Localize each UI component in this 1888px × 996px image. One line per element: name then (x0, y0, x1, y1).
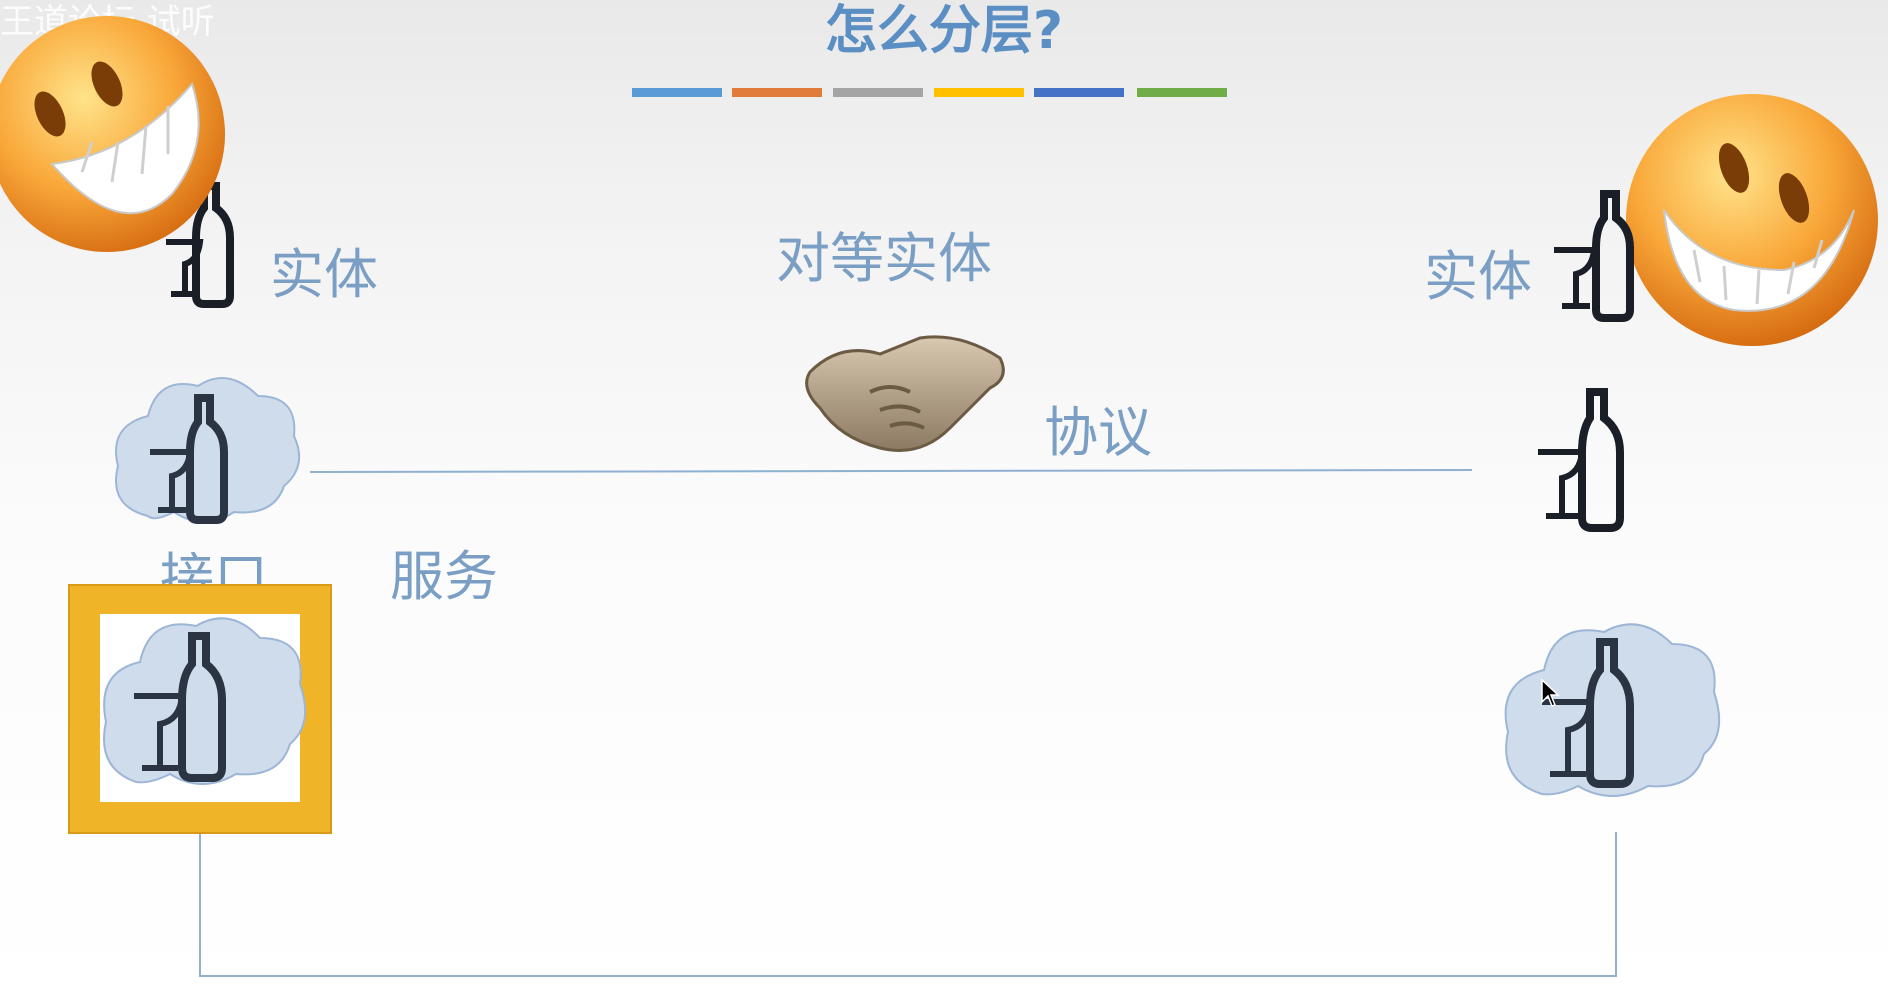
label-entity-left: 实体 (270, 243, 378, 306)
slide-title: 怎么分层? (824, 1, 1064, 61)
color-bar-3 (833, 88, 923, 97)
grinning-face-icon-left (0, 16, 225, 252)
color-bar-2 (732, 88, 822, 97)
entity-left-mid-icon (150, 394, 228, 524)
grinning-face-icon-right (1626, 94, 1878, 346)
entity-left-bottom-icon (134, 632, 226, 782)
entity-left-icon (166, 182, 234, 308)
color-bar-6 (1137, 88, 1227, 97)
label-entity-right: 实体 (1424, 245, 1532, 308)
label-protocol: 协议 (1044, 401, 1152, 464)
label-peer-entities: 对等实体 (776, 227, 992, 290)
cloud-icon-left-bottom (103, 617, 307, 785)
color-bar-5 (1034, 88, 1124, 97)
entity-right-mid-icon (1538, 388, 1624, 532)
handshake-icon (805, 335, 1005, 452)
color-bar-1 (632, 88, 722, 97)
entity-right-icon (1554, 190, 1634, 322)
entity-right-bottom-icon (1542, 638, 1634, 788)
mouse-cursor-icon (1541, 678, 1560, 707)
cloud-icon-right-bottom (1504, 623, 1721, 797)
color-bar-4 (934, 88, 1024, 97)
label-service: 服务 (390, 545, 498, 608)
